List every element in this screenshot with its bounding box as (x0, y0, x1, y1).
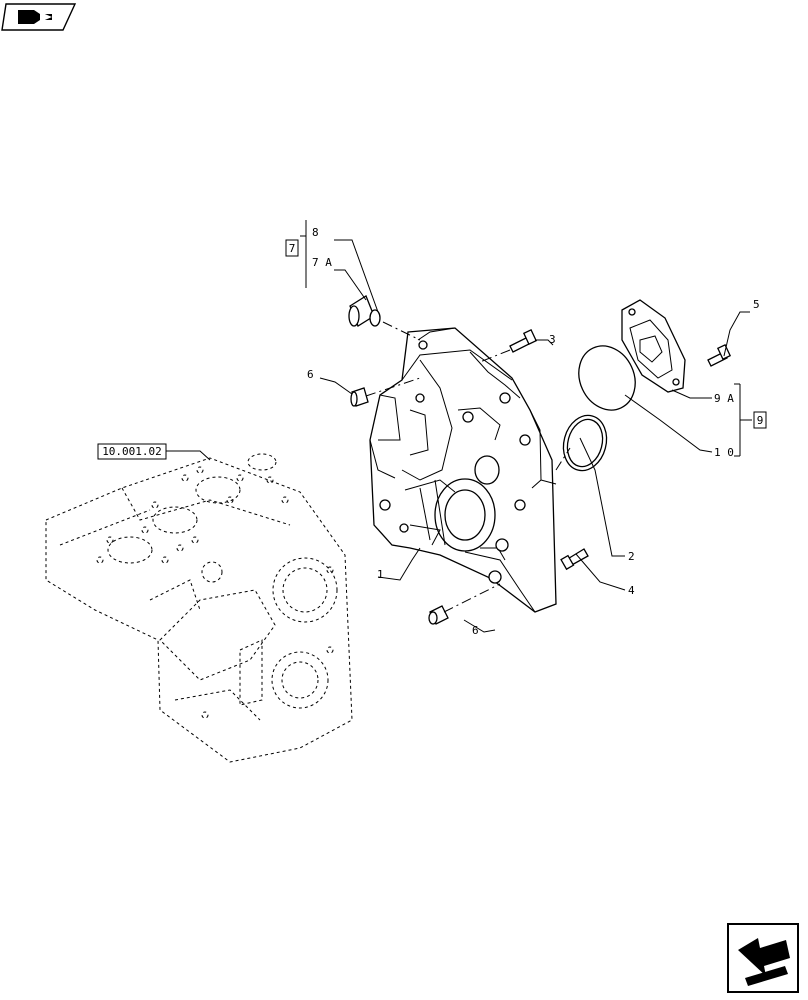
o-ring (562, 414, 608, 472)
callout-2: 2 (628, 550, 635, 563)
bolt-5 (707, 344, 732, 367)
bolt-3 (509, 329, 538, 353)
callout-10: 1 0 (714, 446, 734, 459)
next-page-arrow-icon[interactable] (727, 923, 799, 993)
timing-cover (369, 327, 557, 613)
callout-1: 1 (377, 568, 384, 581)
reference-callout[interactable]: 10.001.02 (97, 443, 211, 461)
callout-6-upper: 6 (307, 368, 314, 381)
book-arrow-icon[interactable] (1, 3, 77, 31)
callout-3: 3 (549, 333, 556, 346)
callout-5: 5 (753, 298, 760, 311)
cover-plate (621, 299, 686, 393)
callout-9-box[interactable] (753, 411, 767, 429)
leader-lines (300, 220, 752, 633)
callout-9: 9 (757, 414, 764, 427)
callout-7-box[interactable] (285, 239, 299, 257)
reference-label: 10.001.02 (102, 445, 162, 458)
callout-8: 8 (312, 226, 319, 239)
callout-labels: 7 8 7 A 3 6 1 2 4 6 5 9 A 1 0 9 (289, 226, 764, 637)
engine-block-reference (45, 453, 353, 763)
bolt-4 (560, 548, 589, 571)
callout-6-lower: 6 (472, 624, 479, 637)
callout-4: 4 (628, 584, 635, 597)
gasket-disc (578, 345, 636, 411)
callout-7: 7 (289, 242, 296, 255)
callout-7a: 7 A (312, 256, 332, 269)
plug-and-seal (348, 295, 381, 327)
dowel-pin-lower (428, 605, 449, 625)
dowel-pin-upper (350, 387, 369, 407)
callout-9a: 9 A (714, 392, 734, 405)
